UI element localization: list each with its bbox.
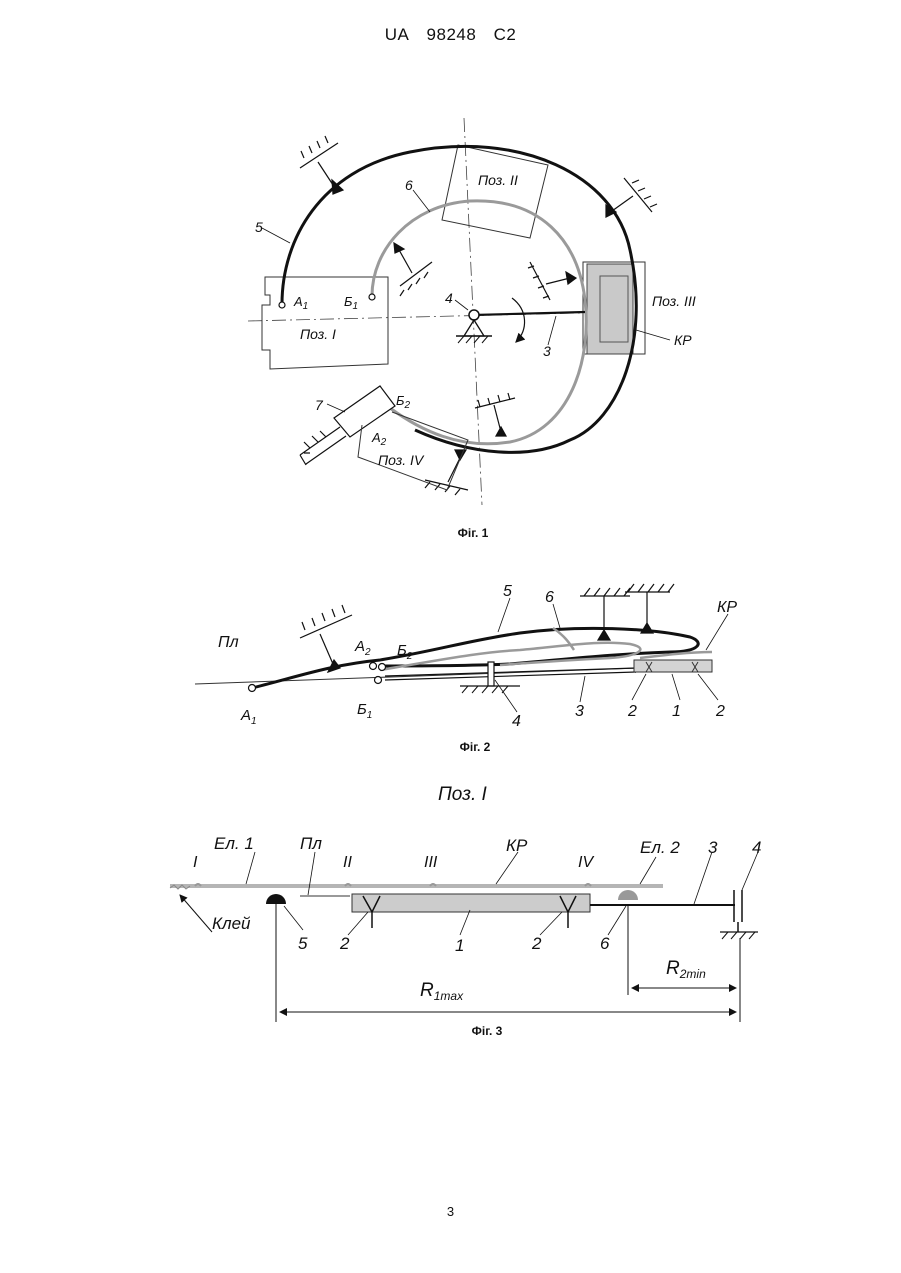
fig3-label-6: 6 [600, 934, 610, 953]
fig1-rotation-arrow [512, 298, 525, 342]
fig1-position-1-box [262, 277, 388, 369]
fig2-point-a2 [370, 663, 377, 670]
figure-3: Поз. I [170, 784, 761, 1022]
fig1-label-pos1: Поз. I [300, 326, 336, 342]
fig3-title: Поз. I [438, 784, 488, 805]
fig3-label-el1: Ел. 1 [214, 834, 254, 853]
fig2-pivot-4 [488, 662, 494, 686]
fig2-label-kp: КР [717, 599, 737, 616]
fig3-label-kp: КР [506, 836, 528, 855]
fig3-label-pl: Пл [300, 834, 322, 853]
fig2-label-1: 1 [672, 703, 681, 720]
fig2-label-5: 5 [503, 583, 512, 600]
fig2-label-6: 6 [545, 589, 554, 606]
fig2-label-2a: 2 [627, 703, 637, 720]
fig1-label-4: 4 [445, 290, 453, 306]
figure-1-caption: Фіг. 1 [413, 526, 533, 540]
fig1-kp-block [587, 264, 633, 354]
fig2-label-3: 3 [575, 703, 584, 720]
fig3-electrode-5 [266, 894, 286, 904]
figure-2: Пл 5 6 КР 4 3 2 1 2 A1 Б1 A2 Б2 [195, 583, 737, 730]
fig1-label-b1: Б1 [344, 294, 358, 312]
fig1-position-2-box [442, 145, 548, 238]
fig3-label-1: 1 [455, 936, 464, 955]
fig2-label-a1: A1 [240, 707, 257, 727]
fig3-label-region-4: IV [578, 854, 594, 871]
fig3-label-3: 3 [708, 838, 718, 857]
fig1-label-6: 6 [405, 177, 413, 193]
fig2-point-a1 [249, 685, 256, 692]
fig1-label-3: 3 [543, 343, 551, 359]
fig3-label-2b: 2 [531, 934, 542, 953]
fig2-point-b2 [379, 664, 386, 671]
fig1-label-pos2: Поз. II [478, 172, 518, 188]
fig3-glue-arrow [180, 895, 212, 932]
fig1-point-b1 [369, 294, 375, 300]
fig1-pivot-4 [469, 310, 479, 320]
fig3-label-4: 4 [752, 838, 761, 857]
fig2-label-a2: A2 [354, 638, 371, 658]
fig1-label-pos4: Поз. IV [378, 452, 425, 468]
page-number: 3 [0, 1204, 901, 1219]
fig3-label-el2: Ел. 2 [640, 838, 680, 857]
fig1-label-a2: A2 [371, 430, 387, 448]
fig2-label-b1: Б1 [357, 701, 372, 721]
fig3-label-2a: 2 [339, 934, 350, 953]
fig3-cassette-1 [352, 894, 590, 912]
figure-2-caption: Фіг. 2 [415, 740, 535, 754]
fig3-label-region-3: III [424, 854, 438, 871]
fig1-label-5: 5 [255, 219, 263, 235]
fig1-label-pos3: Поз. III [652, 293, 696, 309]
fig3-label-glue: Клей [212, 914, 251, 933]
figure-3-caption: Фіг. 3 [427, 1024, 547, 1038]
fig2-arm-3-top [385, 668, 636, 676]
fig2-cassette-1 [634, 660, 712, 672]
fig1-point-a1 [279, 302, 285, 308]
fig3-electrode-6 [618, 890, 638, 900]
fig3-pivot-hatch [722, 932, 755, 939]
fig1-label-7: 7 [315, 397, 324, 413]
fig3-label-r2min: R2min [666, 958, 706, 981]
fig1-label-kp: КР [674, 332, 692, 348]
fig3-label-region-2: II [343, 854, 352, 871]
fig2-label-pl: Пл [218, 634, 239, 651]
figure-1: 5 6 4 3 7 КР Поз. I Поз. II Поз. III Поз… [248, 118, 696, 505]
fig1-pivot-hatch [458, 336, 488, 343]
fig1-arm-3 [474, 312, 585, 315]
fig1-device-7-mount [300, 427, 346, 465]
fig3-label-r1max: R1max [420, 980, 464, 1003]
fig2-label-b2: Б2 [397, 642, 413, 662]
fig2-point-b1 [375, 677, 382, 684]
fig1-label-b2: Б2 [396, 393, 410, 411]
fig3-label-region-1: I [193, 854, 198, 871]
fig2-label-4: 4 [512, 713, 521, 730]
fig2-label-2b: 2 [715, 703, 725, 720]
fig1-label-a1: A1 [293, 294, 308, 312]
fig3-label-5: 5 [298, 934, 308, 953]
